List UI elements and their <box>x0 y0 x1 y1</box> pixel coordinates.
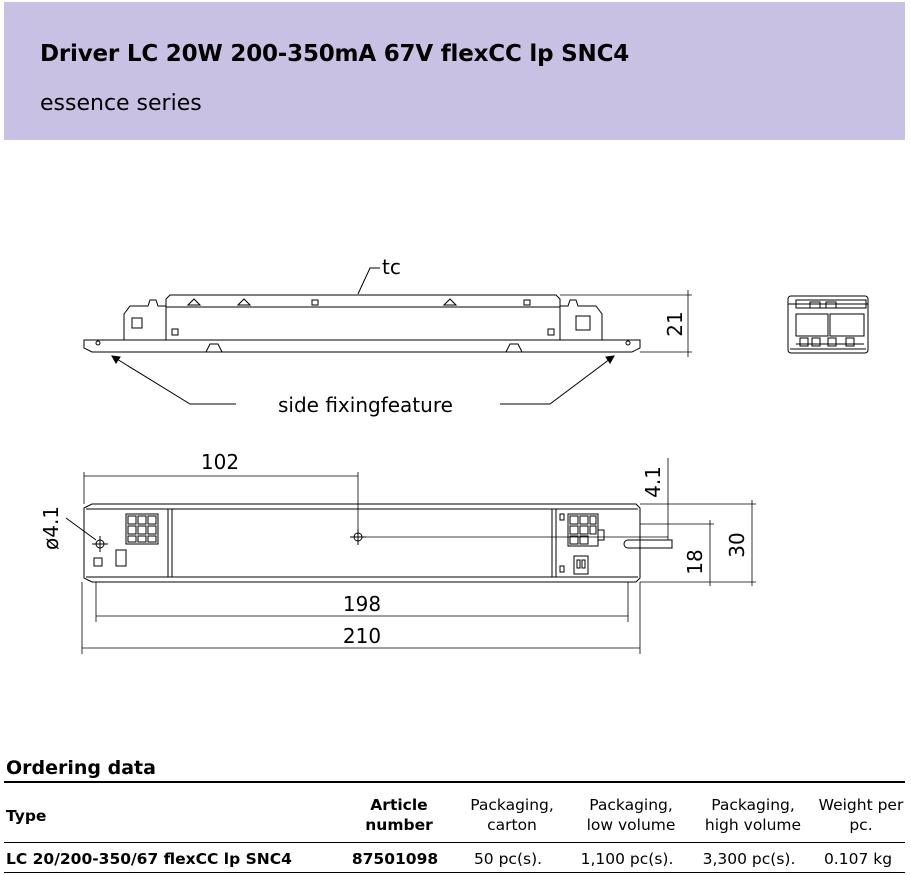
label-tc: tc <box>382 255 401 279</box>
dim-210: 210 <box>343 624 381 648</box>
col-header-weight-line1: Weight per <box>818 796 904 814</box>
dim-18: 18 <box>683 549 707 574</box>
col-header-high-volume: Packaging, high volume <box>705 795 801 835</box>
dim-height-21: 21 <box>663 311 687 336</box>
cell-weight: 0.107 kg <box>823 850 893 868</box>
table-rule-top <box>4 781 905 783</box>
col-header-low-volume: Packaging, low volume <box>587 795 676 835</box>
header-band: Driver LC 20W 200-350mA 67V flexCC lp SN… <box>4 2 905 140</box>
cell-article: 87501098 <box>351 850 439 868</box>
product-title: Driver LC 20W 200-350mA 67V flexCC lp SN… <box>40 41 630 67</box>
dim-30: 30 <box>725 532 749 557</box>
label-side-fixing: side fixingfeature <box>278 393 453 417</box>
cell-high-volume: 3,300 pc(s). <box>702 850 796 868</box>
cell-type: LC 20/200-350/67 flexCC lp SNC4 <box>6 850 292 868</box>
col-header-high-line2: high volume <box>704 816 802 834</box>
product-series: essence series <box>40 91 202 116</box>
ordering-data-title: Ordering data <box>6 757 156 779</box>
table-rule-bottom <box>4 872 905 873</box>
side-view <box>83 267 692 405</box>
cell-low-volume: 1,100 pc(s). <box>580 850 674 868</box>
table-rule-mid <box>4 842 905 843</box>
col-header-weight: Weight per pc. <box>819 795 904 835</box>
dim-198: 198 <box>343 592 381 616</box>
top-view <box>65 458 756 654</box>
col-header-article: Article number <box>365 795 432 835</box>
col-header-low-line2: low volume <box>586 816 676 834</box>
dim-diameter: ø4.1 <box>39 506 63 550</box>
col-header-article-line2: number <box>365 816 433 834</box>
col-header-carton: Packaging, carton <box>470 795 554 835</box>
cell-carton: 50 pc(s). <box>473 850 543 868</box>
col-header-weight-line2: pc. <box>849 816 873 834</box>
end-view <box>787 295 869 354</box>
dim-4-1: 4.1 <box>641 466 665 498</box>
col-header-article-line1: Article <box>370 796 428 814</box>
col-header-carton-line1: Packaging, <box>470 796 554 814</box>
col-header-type: Type <box>6 807 47 825</box>
technical-drawing: tc side fixingfeature 21 102 4.1 ø4.1 19… <box>39 255 869 654</box>
dim-102: 102 <box>201 450 239 474</box>
col-header-high-line1: Packaging, <box>711 796 795 814</box>
col-header-carton-line2: carton <box>487 816 537 834</box>
col-header-low-line1: Packaging, <box>589 796 673 814</box>
